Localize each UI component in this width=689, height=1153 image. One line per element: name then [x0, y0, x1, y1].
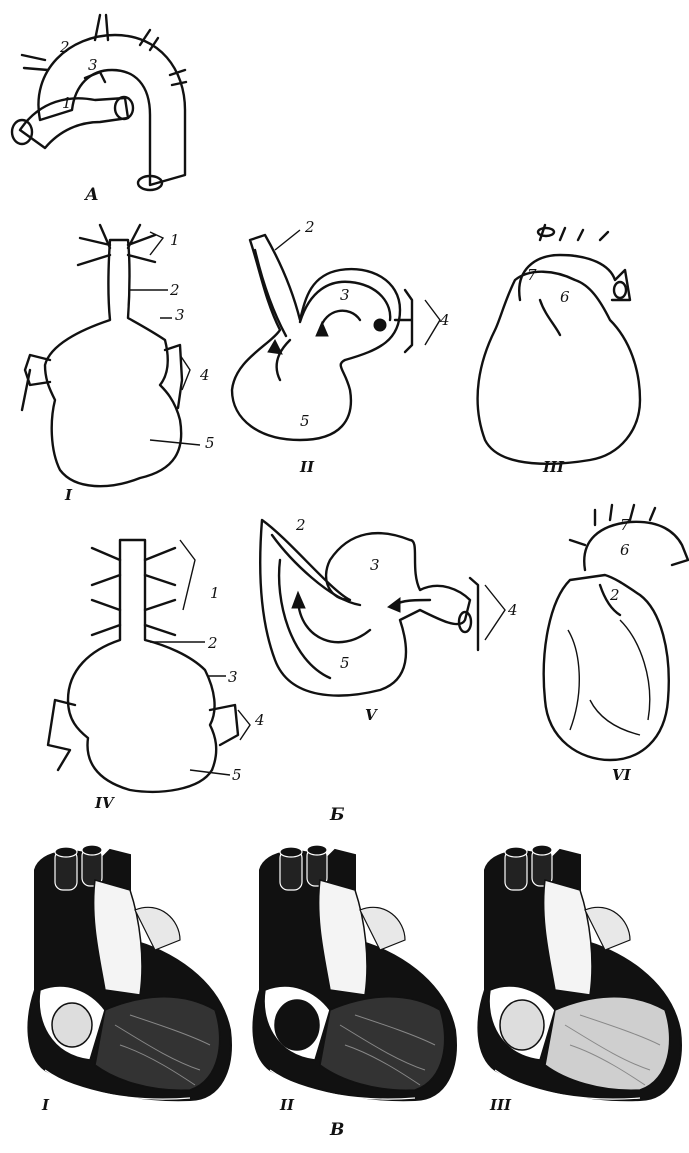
stage-b-1-label-4: 4: [199, 366, 210, 384]
stage-b-4-label-3: 3: [228, 668, 238, 686]
section-v-roman-2: II: [279, 1096, 295, 1114]
stage-b-4-label-2: 2: [207, 634, 218, 652]
stage-b-6-label-2: 2: [609, 586, 620, 604]
panel-a-label-2: 2: [59, 38, 70, 56]
stage-b-2-label-5: 5: [300, 412, 310, 430]
stage-b-2-label-2: 2: [304, 218, 315, 236]
section-v-letter: В: [329, 1120, 344, 1140]
stage-b-1-label-3: 3: [175, 306, 185, 324]
stage-b-2-label-4: 4: [439, 311, 450, 329]
stage-b-1-label-1: 1: [170, 231, 180, 249]
stage-b-3-roman: III: [542, 458, 565, 476]
sectioned-heart-1: [28, 845, 231, 1100]
panel-a-aortic-arch: 2 3 1 А: [12, 15, 186, 205]
stage-b-5: 2 3 4 5 V: [260, 516, 517, 724]
stage-b-5-label-5: 5: [340, 654, 350, 672]
section-v-hearts: [28, 845, 681, 1100]
stage-b-4-label-1: 1: [210, 584, 220, 602]
section-v-roman-1: I: [41, 1096, 50, 1114]
stage-b-2: 2 3 4 5 II: [232, 218, 450, 476]
stage-b-4-roman: IV: [94, 794, 115, 812]
stage-b-6-label-7: 7: [620, 516, 630, 534]
stage-b-5-label-3: 3: [370, 556, 380, 574]
stage-b-3: 7 6 III: [478, 225, 640, 476]
stage-b-6-label-6: 6: [620, 541, 630, 559]
stage-b-6: 7 6 2 VI: [544, 505, 688, 784]
stage-b-4-label-4: 4: [254, 711, 265, 729]
stage-b-5-label-4: 4: [507, 601, 518, 619]
sectioned-heart-3: [478, 845, 681, 1100]
section-v-roman-3: III: [489, 1096, 512, 1114]
stage-b-2-roman: II: [299, 458, 315, 476]
stage-b-4: 1 2 3 4 5 IV: [48, 540, 265, 812]
sectioned-heart-2: [253, 845, 456, 1100]
stage-b-4-label-5: 5: [232, 766, 242, 784]
panel-a-label-3: 3: [88, 56, 98, 74]
stage-b-5-roman: V: [365, 706, 378, 724]
stage-b-3-label-7: 7: [527, 266, 537, 284]
panel-a-letter: А: [83, 185, 99, 205]
stage-b-2-label-3: 3: [340, 286, 350, 304]
stage-b-5-label-2: 2: [295, 516, 306, 534]
stage-b-1-roman: I: [64, 486, 73, 504]
stage-b-1-label-2: 2: [169, 281, 180, 299]
stage-b-1-label-5: 5: [205, 434, 215, 452]
section-b-letter: Б: [329, 805, 345, 825]
panel-a-label-1: 1: [62, 94, 72, 112]
stage-b-6-roman: VI: [612, 766, 632, 784]
stage-b-3-label-6: 6: [560, 288, 570, 306]
stage-b-1: 1 2 3 4 5 I: [22, 225, 215, 504]
